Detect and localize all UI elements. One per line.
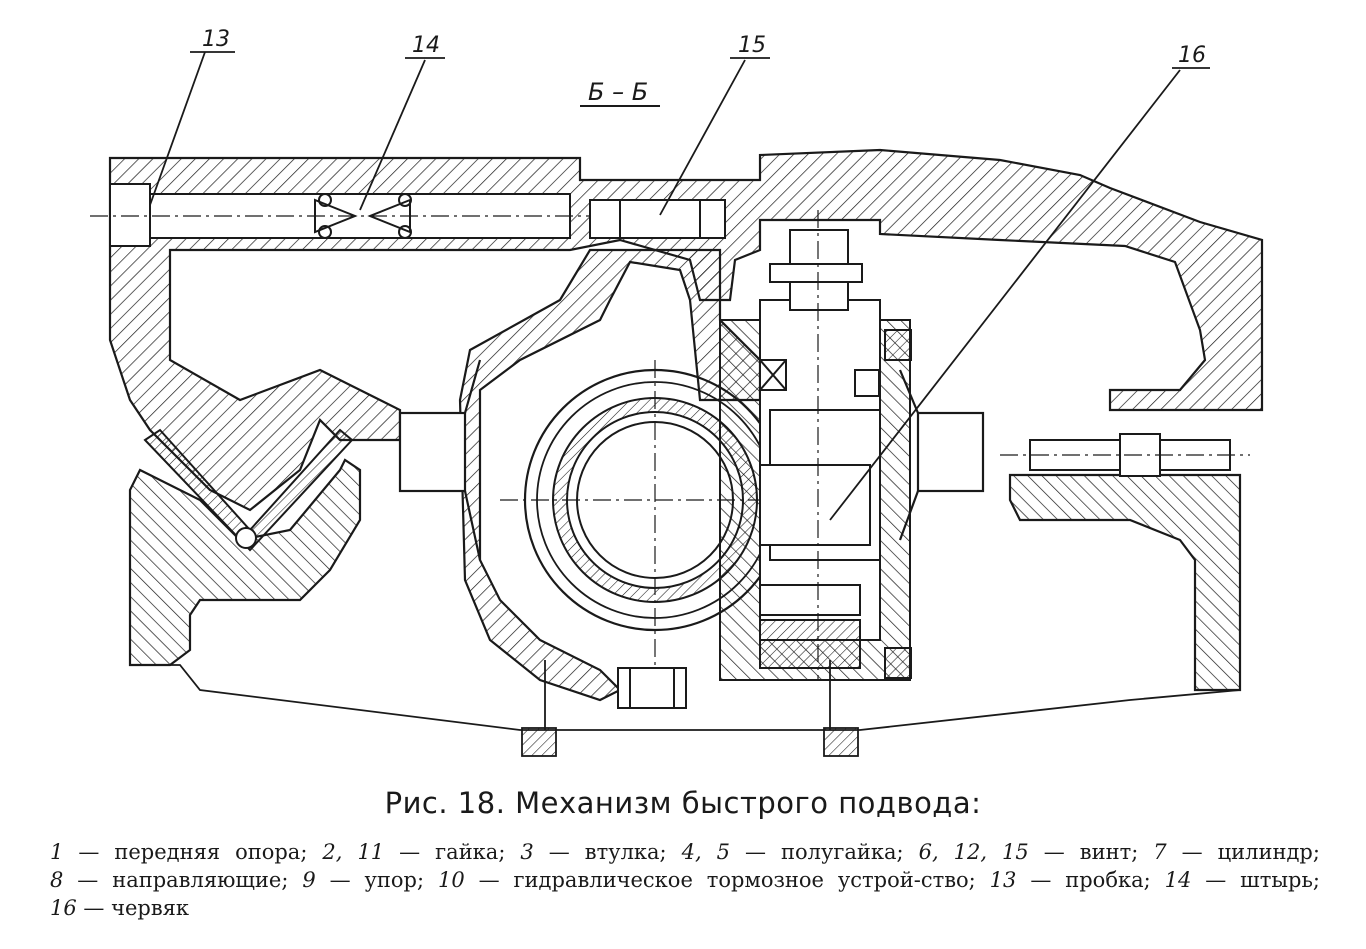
legend-entry: 3 — втулка; [520,840,666,864]
legend-entry: 16 — червяк [50,896,189,920]
pin-channel [90,183,590,247]
legend-number: 8 [50,868,64,892]
legend-entry: 7 — цилиндр; [1153,840,1320,864]
legend-number: 14 [1164,868,1192,892]
legend-text: — винт; [1028,840,1139,864]
legend-text: — гайка; [384,840,506,864]
mechanism-drawing: Б – Б [90,27,1264,757]
legend-number: 7 [1153,840,1167,864]
figure-legend: 1 — передняя опора; 2, 11 — гайка; 3 — в… [50,838,1320,922]
legend-text: — пробка; [1016,868,1151,892]
legend-text: — гидравлическое тормозное устрой-ство; [464,868,976,892]
legend-text: — упор; [315,868,425,892]
legend-entry: 13 — пробка; [990,868,1151,892]
section-label: Б – Б [588,78,648,106]
legend-number: 9 [302,868,316,892]
legend-entry: 9 — упор; [302,868,424,892]
legend-number: 2, 11 [322,840,385,864]
v-guide [143,428,354,552]
legend-number: 6, 12, 15 [918,840,1029,864]
upper-housing [108,148,1264,512]
legend-entry: 6, 12, 15 — винт; [919,840,1139,864]
brake-rod [1000,433,1250,477]
legend-entry: 10 — гидравлическое тормозное устрой-ств… [438,868,976,892]
callout-13: 13 [202,27,230,52]
callout-16: 16 [1178,43,1206,68]
legend-entry: 4, 5 — полугайка; [682,840,904,864]
legend-text: — штырь; [1191,868,1320,892]
legend-number: 13 [989,868,1017,892]
callouts [149,51,1210,521]
legend-entry: 8 — направляющие; [50,868,288,892]
legend-entry: 1 — передняя опора; [50,840,307,864]
legend-entry: 2, 11 — гайка; [322,840,505,864]
cam-body [458,248,762,702]
legend-text: — червяк [76,896,190,920]
bottom-nut [617,667,687,709]
section-label-group: Б – Б [580,78,660,107]
legend-text: — передняя опора; [63,840,308,864]
figure-caption-title: Рис. 18. Механизм быстрого подвода: [384,786,982,820]
legend-text: — полугайка; [730,840,904,864]
legend-number: 10 [437,868,465,892]
legend-number: 16 [50,896,77,920]
legend-number: 4, 5 [681,840,731,864]
right-support [1008,473,1242,692]
callout-14: 14 [412,33,440,58]
base-outline [130,660,1241,757]
legend-text: — втулка; [533,840,667,864]
legend-number: 1 [50,840,64,864]
legend-text: — цилиндр; [1166,840,1320,864]
legend-text: — направляющие; [63,868,289,892]
legend-entry: 14 — штырь; [1165,868,1320,892]
worm-shaft [719,210,912,681]
callout-15: 15 [738,33,766,58]
screw-15 [589,199,726,239]
legend-number: 3 [520,840,534,864]
